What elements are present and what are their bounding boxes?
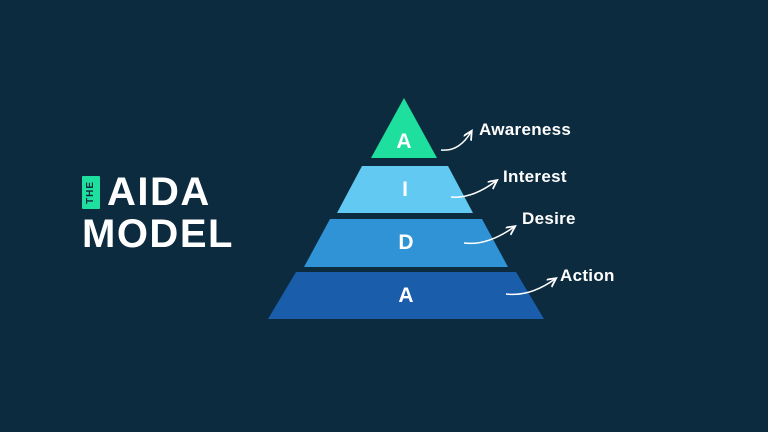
pyramid-tier-awareness: A bbox=[371, 98, 437, 158]
label-awareness: Awareness bbox=[479, 120, 572, 139]
tier-letter-desire: D bbox=[398, 231, 414, 254]
pyramid-tier-interest: I bbox=[337, 166, 473, 213]
label-desire: Desire bbox=[522, 209, 576, 228]
title-line-model: MODEL bbox=[82, 212, 234, 256]
label-interest: Interest bbox=[503, 167, 567, 186]
pyramid-tier-desire: D bbox=[304, 219, 508, 267]
arrow-icon-awareness bbox=[440, 132, 471, 151]
the-badge: THE bbox=[82, 175, 100, 209]
tier-letter-interest: I bbox=[402, 177, 408, 201]
tier-letter-awareness: A bbox=[396, 130, 412, 153]
tier-letter-action: A bbox=[398, 283, 414, 307]
pyramid-tier-action: A bbox=[268, 272, 544, 319]
label-action: Action bbox=[560, 266, 615, 285]
title-block: THE AIDA MODEL bbox=[82, 172, 234, 254]
title-line-aida: AIDA bbox=[107, 170, 211, 214]
